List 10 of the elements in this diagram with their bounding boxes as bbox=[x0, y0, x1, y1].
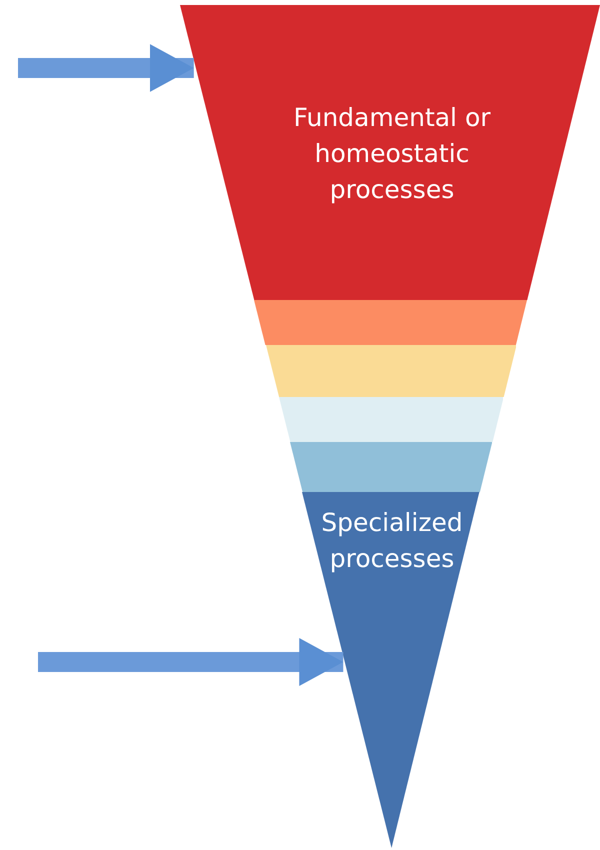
funnel-band bbox=[266, 345, 516, 397]
block-arrow bbox=[38, 638, 344, 686]
funnel-band bbox=[302, 492, 480, 848]
funnel-band bbox=[180, 5, 600, 300]
band-label: Specialized processes bbox=[320, 507, 464, 575]
funnel-band bbox=[254, 300, 528, 345]
funnel-band bbox=[278, 397, 504, 442]
block-arrow bbox=[18, 44, 194, 92]
funnel-band bbox=[290, 442, 492, 492]
band-label: Fundamental or homeostatic processes bbox=[292, 102, 492, 206]
